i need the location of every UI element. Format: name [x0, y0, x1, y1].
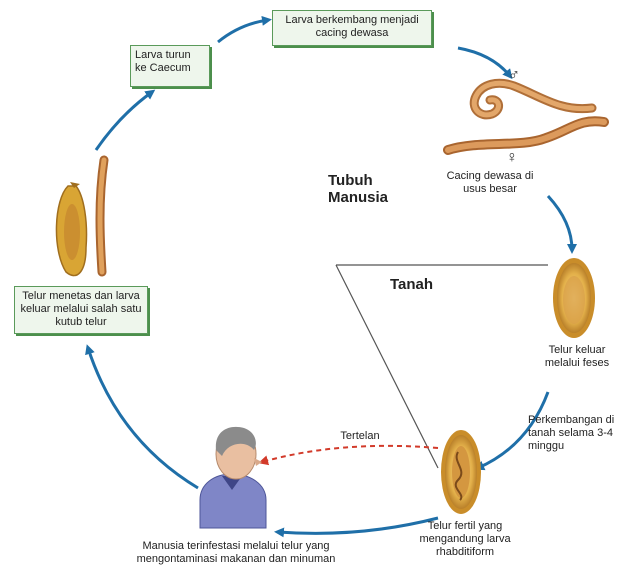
stage-manusia-terinfestasi: Manusia terinfestasi melalui telur yang …	[136, 540, 336, 566]
male-symbol: ♂	[508, 68, 520, 84]
egg-feces-icon	[553, 258, 595, 338]
stage-larva-berkembang: Larva berkembang menjadi cacing dewasa	[272, 10, 432, 46]
region-tubuh-manusia: Tubuh Manusia	[328, 172, 408, 206]
female-symbol: ♀	[506, 150, 518, 166]
stage-cacing-dewasa: Cacing dewasa di usus besar	[438, 170, 542, 196]
arrow-to-worms	[458, 48, 510, 76]
stage-larva-turun: Larva turun ke Caecum	[130, 45, 210, 87]
hatching-egg-icon	[56, 182, 86, 276]
arrow-caecum-to-adult	[218, 20, 268, 42]
arrow-ingested	[262, 446, 438, 462]
human-icon	[200, 427, 266, 528]
label-tertelan: Tertelan	[330, 430, 390, 443]
stage-perkembangan: Perkembangan di tanah selama 3-4 minggu	[528, 414, 620, 453]
larva-icon	[100, 160, 104, 272]
stage-telur-menetas: Telur menetas dan larva keluar melalui s…	[14, 286, 148, 334]
region-tanah: Tanah	[390, 276, 433, 293]
fertile-egg-icon	[441, 430, 481, 514]
arrow-to-caecum	[96, 92, 152, 150]
stage-telur-keluar: Telur keluar melalui feses	[540, 344, 614, 370]
stage-telur-fertil: Telur fertil yang mengandung larva rhabd…	[410, 520, 520, 559]
female-worm-icon	[448, 121, 604, 150]
arrow-to-egg-feces	[548, 196, 572, 250]
arrow-to-hatching	[88, 348, 198, 488]
male-worm-icon	[474, 83, 592, 115]
